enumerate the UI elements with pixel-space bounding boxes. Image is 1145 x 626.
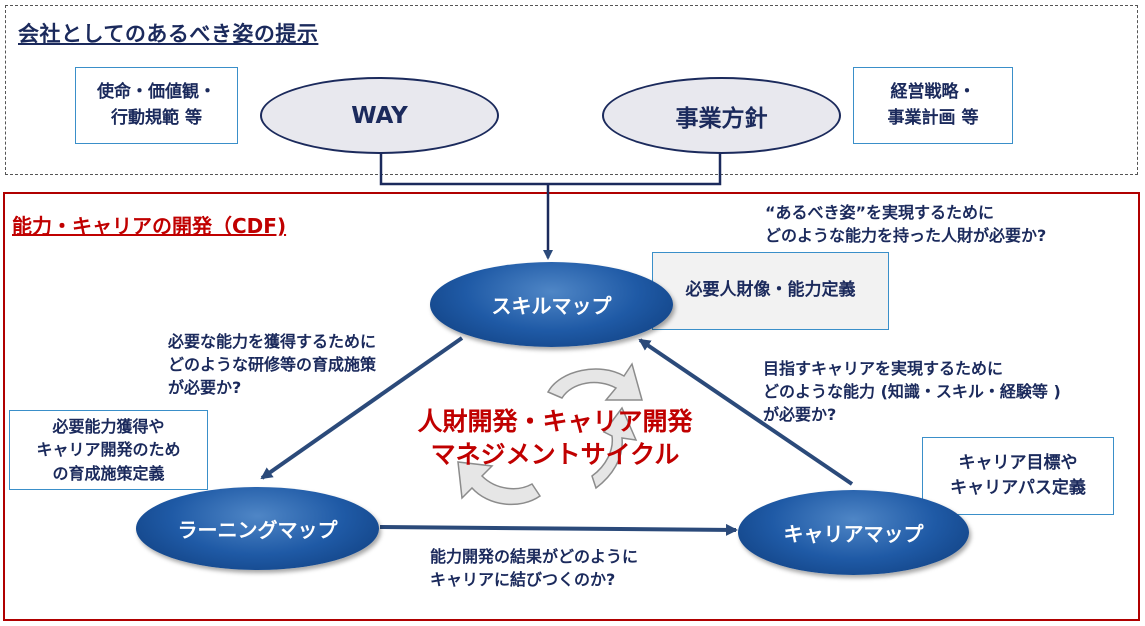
arrow-learning-to-career bbox=[379, 523, 738, 536]
bracket-line bbox=[379, 152, 722, 186]
skill-map-oval: スキルマップ bbox=[430, 262, 673, 347]
question-left: 必要な能力を獲得するために どのような研修等の育成施策 が必要か? bbox=[168, 332, 377, 398]
question-top: “あるべき姿”を実現するために どのような能力を持った人財が必要か? bbox=[765, 203, 1047, 246]
cdf-section-title: 能力・キャリアの開発（CDF) bbox=[12, 214, 287, 238]
career-map-oval: キャリアマップ bbox=[738, 490, 969, 575]
arrow-career-to-skill bbox=[638, 338, 854, 486]
career-definition-box: キャリア目標や キャリアパス定義 bbox=[922, 437, 1114, 515]
strategy-plan-box: 経営戦略・ 事業計画 等 bbox=[853, 67, 1013, 144]
top-section-title: 会社としてのあるべき姿の提示 bbox=[18, 22, 319, 46]
skill-definition-box: 必要人財像・能力定義 bbox=[652, 252, 889, 330]
question-right: 目指すキャリアを実現するために どのような能力 (知識・スキル・経験等 ) が必… bbox=[763, 359, 1061, 425]
arrow-skill-to-learning bbox=[260, 336, 464, 480]
cdf-section-frame bbox=[3, 192, 1140, 621]
business-policy-oval: 事業方針 bbox=[602, 77, 841, 154]
learning-definition-box: 必要能力獲得や キャリア開発のため の育成施策定義 bbox=[9, 410, 208, 490]
question-bottom: 能力開発の結果がどのように キャリアに結びつくのか? bbox=[430, 547, 639, 590]
mission-values-box: 使命・価値観・ 行動規範 等 bbox=[75, 67, 238, 144]
learning-map-oval: ラーニングマップ bbox=[136, 487, 379, 570]
cycle-arrows-icon bbox=[457, 362, 643, 506]
way-oval: WAY bbox=[260, 77, 499, 154]
management-cycle-label: 人財開発・キャリア開発 マネジメントサイクル bbox=[417, 407, 693, 469]
top-section-frame bbox=[5, 5, 1138, 175]
